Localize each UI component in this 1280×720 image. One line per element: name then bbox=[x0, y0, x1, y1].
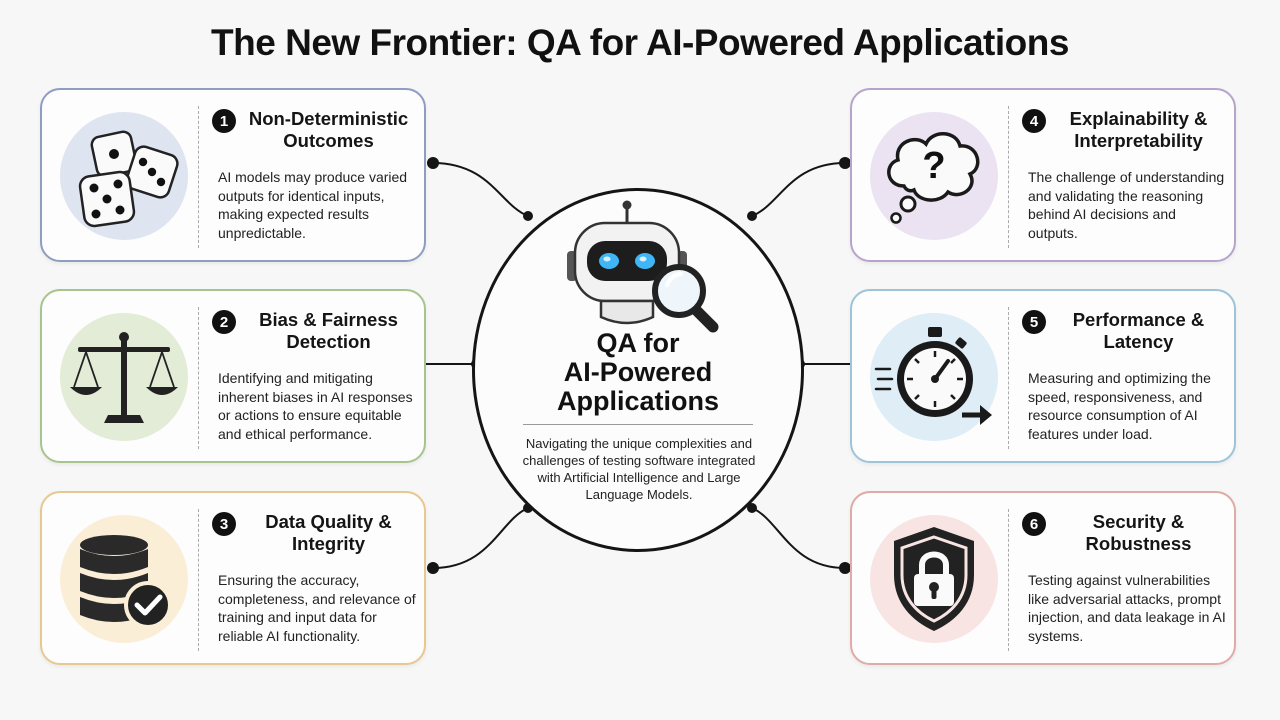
icon-background bbox=[870, 313, 998, 441]
center-hub: QA for AI-Powered Applications Navigatin… bbox=[472, 188, 804, 552]
robot-magnifier-icon bbox=[567, 200, 719, 333]
card-title: Explainability & Interpretability bbox=[1069, 108, 1208, 151]
question-thought-icon: ? bbox=[887, 132, 980, 224]
page-title: The New Frontier: QA for AI-Powered Appl… bbox=[211, 22, 1069, 63]
card-title: Security & Robustness bbox=[1085, 511, 1192, 554]
card-title: Non-Deterministic Outcomes bbox=[248, 108, 409, 151]
shield-lock-icon bbox=[894, 527, 974, 631]
card-description: Identifying and mitigating inherent bias… bbox=[218, 370, 413, 442]
database-check-icon bbox=[80, 535, 172, 629]
scales-icon bbox=[70, 332, 178, 423]
icon-background bbox=[60, 313, 188, 441]
connector-dot bbox=[523, 211, 533, 221]
card-number-badge: 4 bbox=[1022, 109, 1046, 133]
card-divider bbox=[198, 307, 199, 449]
card-data-quality: 3 Data Quality & Integrity Ensuring the … bbox=[40, 491, 426, 665]
connector-dot bbox=[427, 157, 439, 169]
connector-dot bbox=[839, 562, 851, 574]
connector-dot bbox=[747, 211, 757, 221]
icon-background bbox=[870, 515, 998, 643]
card-divider bbox=[198, 106, 199, 248]
card-number-badge: 2 bbox=[212, 310, 236, 334]
card-heading: 4 Explainability & Interpretability bbox=[1022, 108, 1227, 152]
center-title-line: QA for bbox=[596, 328, 680, 358]
connector-3 bbox=[432, 507, 529, 569]
card-performance: 5 Performance & Latency Measuring and op… bbox=[850, 289, 1236, 463]
connector-dot bbox=[839, 157, 851, 169]
card-title: Data Quality & Integrity bbox=[265, 511, 392, 554]
connector-dot bbox=[427, 562, 439, 574]
card-divider bbox=[1008, 307, 1009, 449]
card-description: AI models may produce varied outputs for… bbox=[218, 169, 408, 241]
card-security: 6 Security & Robustness Testing against … bbox=[850, 491, 1236, 665]
icon-background bbox=[60, 112, 188, 240]
card-number-badge: 3 bbox=[212, 512, 236, 536]
center-title: QA for AI-Powered Applications bbox=[475, 329, 801, 416]
card-heading: 1 Non-Deterministic Outcomes bbox=[212, 108, 417, 152]
card-divider bbox=[1008, 509, 1009, 651]
connector-4 bbox=[751, 162, 846, 217]
card-title: Performance & Latency bbox=[1072, 309, 1205, 352]
card-number-badge: 5 bbox=[1022, 310, 1046, 334]
card-number-badge: 6 bbox=[1022, 512, 1046, 536]
card-explainability: ? 4 Explainability & Interpretability Th… bbox=[850, 88, 1236, 262]
card-description: Measuring and optimizing the speed, resp… bbox=[1028, 370, 1211, 442]
icon-background bbox=[60, 515, 188, 643]
card-heading: 6 Security & Robustness bbox=[1022, 511, 1227, 555]
connector-dot bbox=[747, 503, 757, 513]
center-title-line: Applications bbox=[556, 386, 719, 416]
connector-6 bbox=[751, 507, 846, 569]
center-divider bbox=[523, 424, 753, 425]
card-divider bbox=[198, 509, 199, 651]
card-description: The challenge of understanding and valid… bbox=[1028, 169, 1225, 241]
svg-text:?: ? bbox=[922, 145, 945, 187]
stopwatch-icon bbox=[874, 327, 992, 425]
card-non-deterministic: 1 Non-Deterministic Outcomes AI models m… bbox=[40, 88, 426, 262]
connector-1 bbox=[432, 162, 529, 217]
card-number-badge: 1 bbox=[212, 109, 236, 133]
card-description: Ensuring the accuracy, completeness, and… bbox=[218, 572, 416, 644]
card-description: Testing against vulnerabilities like adv… bbox=[1028, 572, 1226, 644]
center-title-line: AI-Powered bbox=[563, 357, 713, 387]
card-heading: 3 Data Quality & Integrity bbox=[212, 511, 417, 555]
icon-background: ? bbox=[870, 112, 998, 240]
card-heading: 2 Bias & Fairness Detection bbox=[212, 309, 417, 353]
card-heading: 5 Performance & Latency bbox=[1022, 309, 1227, 353]
card-divider bbox=[1008, 106, 1009, 248]
dice-icon bbox=[78, 130, 179, 228]
card-bias-fairness: 2 Bias & Fairness Detection Identifying … bbox=[40, 289, 426, 463]
center-description: Navigating the unique complexities and c… bbox=[522, 436, 756, 502]
card-title: Bias & Fairness Detection bbox=[259, 309, 398, 352]
